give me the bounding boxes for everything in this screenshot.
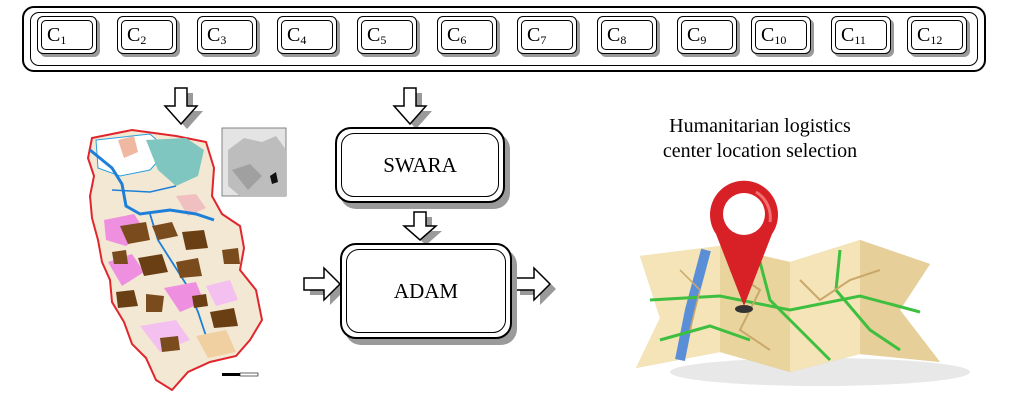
arrow-criteria-to-swara [392,87,432,129]
serbia-map [82,127,287,394]
criterion-letter: C [127,24,141,46]
swara-box: SWARA [335,127,505,203]
criterion-letter: C [447,24,461,46]
criterion-c7: C7 [517,16,577,54]
criterion-letter: C [367,24,381,46]
criterion-c11: C11 [831,16,891,54]
criterion-letter: C [607,24,621,46]
criterion-index: 4 [300,33,307,47]
criterion-index: 7 [540,33,547,47]
criterion-index: 9 [700,33,707,47]
criterion-index: 6 [460,33,467,47]
criterion-c3: C3 [197,16,257,54]
swara-label: SWARA [383,152,457,177]
criterion-index: 5 [380,33,387,47]
arrow-map-to-adam [303,266,346,305]
location-map-illustration [636,180,970,386]
arrow-swara-to-adam [402,211,442,245]
criterion-letter: C [287,24,301,46]
criterion-c6: C6 [437,16,497,54]
criterion-letter: C [527,24,541,46]
criterion-c4: C4 [277,16,337,54]
criterion-index: 1 [60,33,67,47]
criterion-index: 12 [930,33,943,47]
criterion-letter: C [761,24,775,46]
criterion-c8: C8 [597,16,657,54]
criterion-index: 8 [620,33,627,47]
criterion-letter: C [47,24,61,46]
output-caption-line-1: Humanitarian logistics [669,115,851,137]
criterion-letter: C [687,24,701,46]
criteria-container [22,6,986,72]
criteria-inner-frame [30,12,978,66]
criterion-c5: C5 [357,16,417,54]
output-caption-line-2: center location selection [662,140,858,162]
criterion-index: 10 [774,33,787,47]
criterion-c10: C10 [751,16,811,54]
arrow-criteria-to-map [163,87,203,129]
criterion-letter: C [841,24,855,46]
output-caption: Humanitarian logistics center location s… [640,114,880,164]
arrow-adam-to-output [513,266,556,305]
adam-label: ADAM [393,278,459,303]
criterion-c2: C2 [117,16,177,54]
criterion-c1: C1 [37,16,97,54]
adam-box: ADAM [340,243,512,339]
criterion-letter: C [207,24,221,46]
criterion-index: 11 [854,33,866,47]
criterion-c12: C12 [907,16,967,54]
criterion-index: 2 [140,33,147,47]
criterion-letter: C [917,24,931,46]
criterion-index: 3 [220,33,227,47]
criterion-c9: C9 [677,16,737,54]
